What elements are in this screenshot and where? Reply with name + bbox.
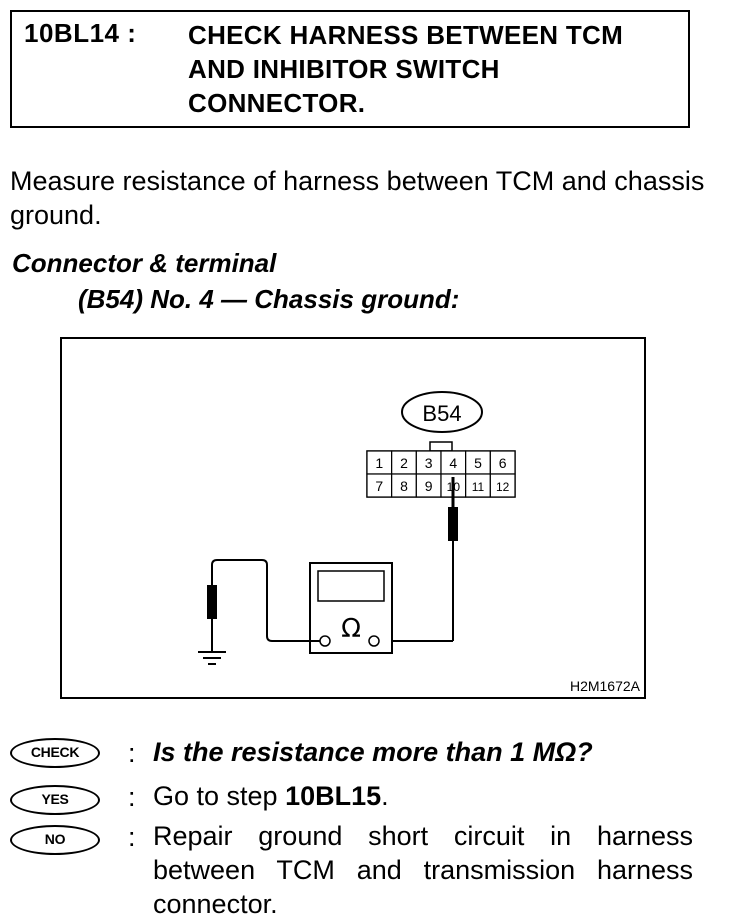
wiring-diagram: B54 123456789101112 Ω H2M16	[60, 337, 646, 699]
yes-prefix: Go to step	[153, 781, 286, 811]
connector-latch	[429, 441, 453, 452]
terminal-number: 5	[474, 455, 482, 471]
yes-colon: :	[128, 782, 136, 812]
step-title: CHECK HARNESS BETWEEN TCM AND INHIBITOR …	[188, 20, 624, 118]
terminal-number: 7	[375, 478, 383, 494]
ground-icon	[198, 651, 226, 665]
ohmmeter: Ω	[309, 562, 393, 654]
probe-handle-left	[207, 585, 217, 619]
terminal-number: 3	[425, 455, 433, 471]
diagram-svg: B54 123456789101112 Ω H2M16	[198, 391, 641, 694]
terminal-number: 12	[496, 480, 510, 494]
terminal-number: 6	[499, 455, 507, 471]
connector-label: B54	[422, 401, 461, 426]
terminal-cell	[489, 473, 516, 498]
terminal-number: 2	[400, 455, 408, 471]
check-colon: :	[128, 738, 136, 768]
terminal-number: 1	[375, 455, 383, 471]
connector-label-ellipse	[401, 391, 483, 433]
step-header: 10BL14 : CHECK HARNESS BETWEEN TCM AND I…	[10, 10, 690, 128]
yes-badge: YES	[10, 785, 100, 815]
terminal-number: 11	[472, 480, 485, 494]
no-badge: NO	[10, 825, 100, 855]
connector-heading: Connector & terminal	[12, 248, 277, 278]
check-badge: CHECK	[10, 738, 100, 768]
connector-b54: 123456789101112	[366, 450, 516, 498]
lead-left	[211, 559, 320, 642]
meter-terminal-right	[368, 635, 380, 647]
meter-terminal-left	[319, 635, 331, 647]
step-id: 10BL14 :	[24, 18, 137, 48]
check-question: Is the resistance more than 1 MΩ?	[153, 737, 593, 767]
connector-spec: (B54) No. 4 — Chassis ground:	[78, 284, 460, 314]
figure-code: H2M1672A	[570, 678, 641, 694]
probe-handle-right	[448, 507, 458, 541]
yes-suffix: .	[381, 781, 389, 811]
yes-step-link[interactable]: 10BL15	[285, 781, 382, 811]
yes-answer: Go to step 10BL15.	[153, 779, 693, 813]
no-colon: :	[128, 822, 136, 852]
instruction-text: Measure resistance of harness between TC…	[10, 166, 705, 230]
ohm-symbol: Ω	[341, 614, 361, 644]
terminal-number: 9	[425, 478, 433, 494]
terminal-number: 8	[400, 478, 408, 494]
no-answer: Repair ground short circuit in harness b…	[153, 821, 693, 919]
terminal-number: 4	[449, 455, 457, 471]
